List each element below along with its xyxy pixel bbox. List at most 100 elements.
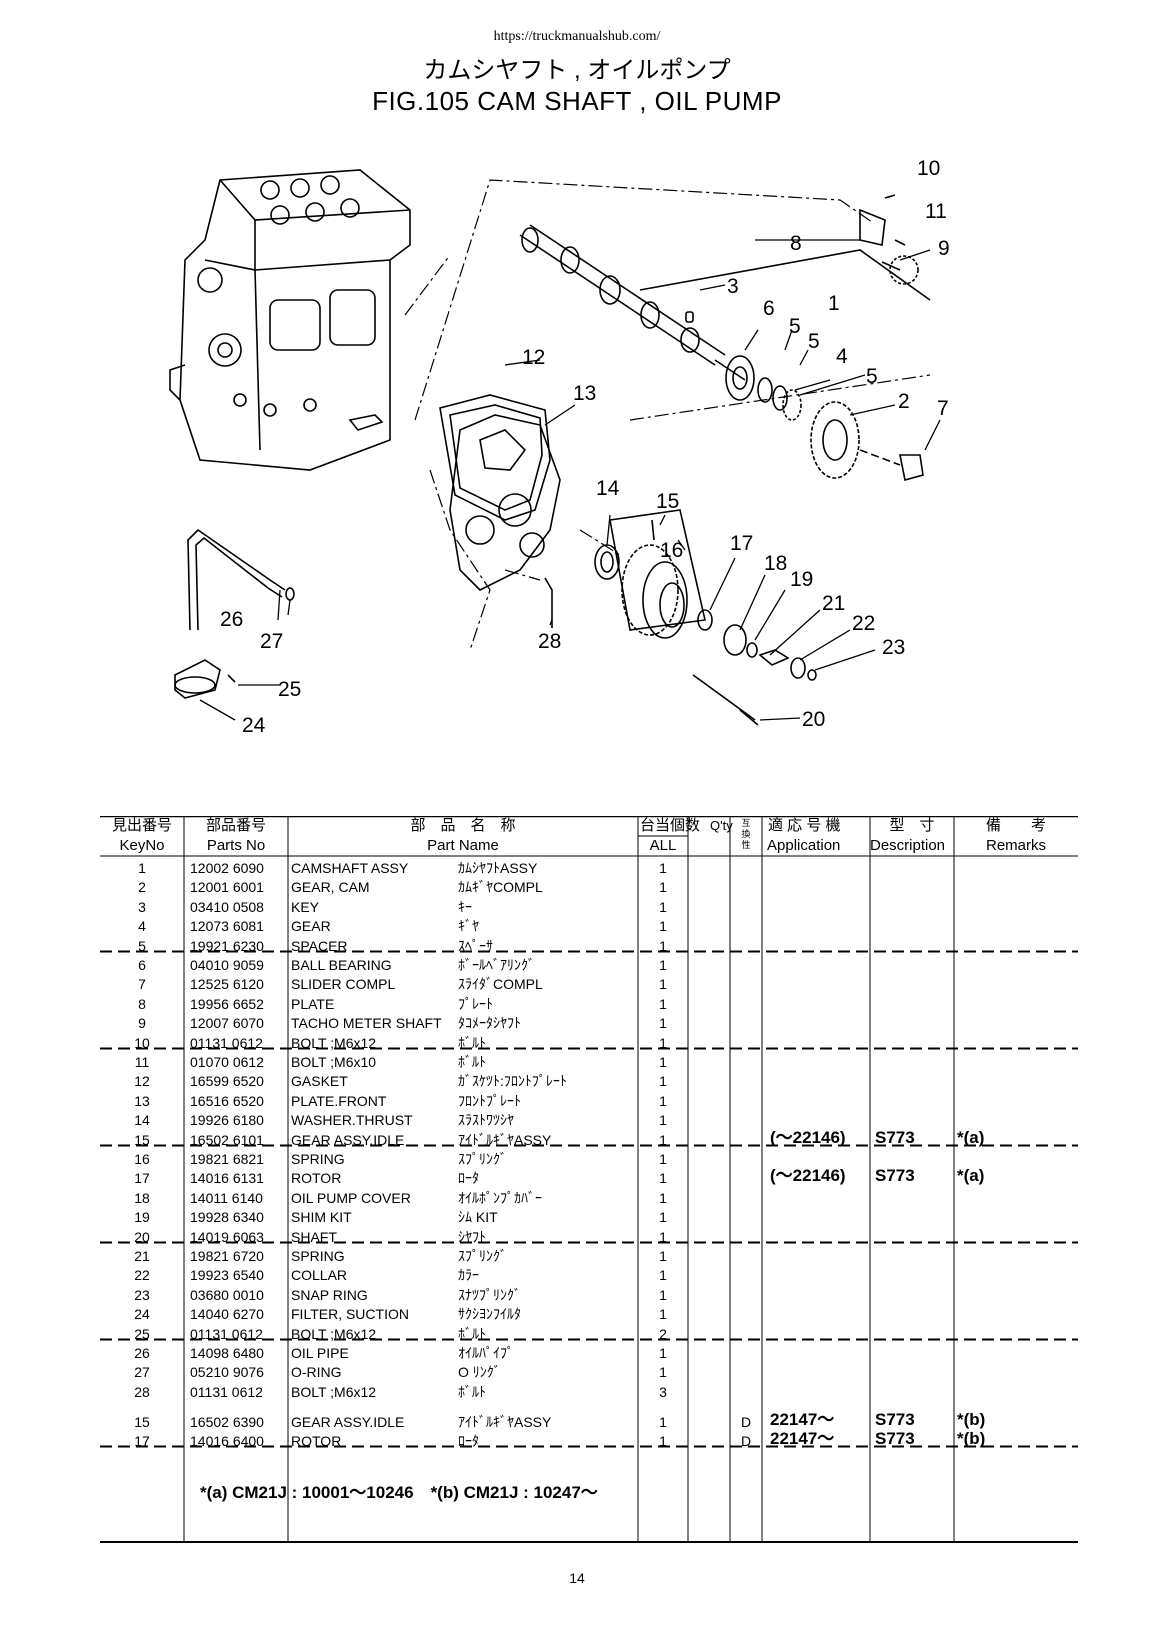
cell-name-en: SHIM KIT bbox=[291, 1209, 352, 1226]
cell-name-en: ROTOR bbox=[291, 1170, 342, 1187]
callout-9: 9 bbox=[938, 237, 950, 260]
cell-name-en: BOLT ;M6x10 bbox=[291, 1054, 377, 1070]
camshaft-drawing bbox=[519, 224, 931, 381]
cell-qty: 1 bbox=[659, 1345, 667, 1361]
header-partsno-en: Parts No bbox=[206, 837, 266, 854]
cell-qty: 1 bbox=[659, 937, 667, 954]
cell-rem: *(b) bbox=[957, 1429, 986, 1449]
callout-15: 15 bbox=[656, 490, 679, 513]
cell-parts: 16599 6520 bbox=[190, 1073, 264, 1090]
callout-6: 6 bbox=[763, 297, 775, 320]
cell-parts: 01131 0612 bbox=[190, 1034, 263, 1051]
cell-name-en: PLATE.FRONT bbox=[291, 1092, 387, 1109]
cell-name-jp: ｼﾔﾌﾄ bbox=[458, 1228, 486, 1245]
cell-parts: 19923 6540 bbox=[190, 1267, 264, 1284]
cell-rem: *(a) bbox=[957, 1166, 985, 1186]
cell-name-en: WASHER.THRUST bbox=[291, 1112, 413, 1129]
cell-name-jp: ﾎﾞﾙﾄ bbox=[458, 1325, 486, 1342]
cell-name-jp: ﾛｰﾀ bbox=[458, 1170, 479, 1187]
cell-qty: 1 bbox=[659, 1170, 667, 1187]
header-qty-jp: 台当個数 bbox=[640, 817, 701, 834]
table-grid bbox=[100, 816, 1078, 1543]
callout-21: 21 bbox=[822, 592, 845, 615]
cell-ic: D bbox=[740, 1433, 752, 1450]
cell-name-en: OIL PUMP COVER bbox=[291, 1189, 411, 1206]
cell-name-jp: ﾌﾛﾝﾄﾌﾟﾚｰﾄ bbox=[458, 1092, 521, 1109]
cell-qty: 1 bbox=[659, 1112, 667, 1129]
callout-5a: 5 bbox=[789, 315, 801, 338]
cell-name-jp: ｶﾑｼﾔﾌﾄASSY bbox=[458, 860, 538, 876]
title-japanese: カムシヤフト , オイルポンプ bbox=[423, 57, 731, 84]
cell-qty: 1 bbox=[659, 1015, 667, 1032]
cell-qty: 1 bbox=[659, 995, 667, 1012]
cell-qty: 1 bbox=[659, 860, 667, 876]
cell-qty: 1 bbox=[659, 898, 667, 915]
cell-name-jp: O ﾘﾝｸﾞ bbox=[458, 1364, 501, 1381]
cell-key: 18 bbox=[134, 1189, 150, 1206]
cell-name-jp: ｽﾌﾟﾘﾝｸﾞ bbox=[458, 1248, 507, 1264]
cell-key: 22 bbox=[134, 1267, 150, 1284]
cell-key: 4 bbox=[138, 918, 146, 935]
cell-key: 8 bbox=[138, 995, 146, 1012]
cell-qty: 1 bbox=[659, 1306, 667, 1323]
cell-key: 23 bbox=[134, 1286, 150, 1303]
cell-name-jp: ｽﾍﾟｰｻ bbox=[458, 937, 493, 954]
cell-name-jp: ﾀｺﾒｰﾀｼﾔﾌﾄ bbox=[458, 1015, 521, 1032]
cell-parts: 01070 0612 bbox=[190, 1054, 264, 1070]
callout-26: 26 bbox=[220, 608, 243, 631]
cell-name-jp: ﾎﾞｰﾙﾍﾞｱﾘﾝｸﾞ bbox=[458, 957, 535, 973]
callout-13: 13 bbox=[573, 382, 596, 405]
header-qty-en: Q'ty bbox=[710, 818, 733, 833]
cell-rem: *(a) bbox=[957, 1127, 985, 1147]
cell-name-jp: ﾛｰﾀ bbox=[458, 1433, 479, 1450]
callout-5c: 5 bbox=[866, 365, 878, 388]
cell-qty: 1 bbox=[659, 1209, 667, 1226]
header-application-jp: 適 応 号 機 bbox=[768, 817, 841, 834]
cell-name-jp: ﾎﾞﾙﾄ bbox=[458, 1383, 486, 1400]
cell-parts: 16502 6101 bbox=[190, 1131, 264, 1148]
cell-key: 25 bbox=[134, 1325, 150, 1342]
cell-name-en: O-RING bbox=[291, 1364, 342, 1381]
cell-key: 16 bbox=[134, 1151, 150, 1167]
cell-name-jp: ｽﾅﾂﾌﾟﾘﾝｸﾞ bbox=[458, 1286, 521, 1303]
cell-name-en: GASKET bbox=[291, 1073, 348, 1090]
cell-parts: 19921 6230 bbox=[190, 937, 264, 954]
callout-16: 16 bbox=[660, 539, 683, 562]
cell-name-jp: ｱｲﾄﾞﾙｷﾞﾔASSY bbox=[458, 1131, 552, 1148]
cell-key: 21 bbox=[134, 1248, 150, 1264]
header-application-en: Application bbox=[767, 837, 841, 854]
cell-desc: S773 bbox=[875, 1410, 915, 1429]
cell-app: 22147～ bbox=[770, 1410, 835, 1429]
cell-key: 15 bbox=[134, 1414, 150, 1430]
cell-parts: 14016 6131 bbox=[190, 1170, 264, 1187]
cell-key: 1 bbox=[138, 860, 146, 876]
cell-name-jp: ｼﾑ KIT bbox=[458, 1209, 498, 1226]
cell-key: 15 bbox=[134, 1131, 150, 1148]
cell-name-jp: ﾎﾞﾙﾄ bbox=[458, 1034, 486, 1051]
idle-gear-drawing bbox=[609, 509, 706, 639]
callout-17: 17 bbox=[730, 532, 753, 555]
cell-desc: S773 bbox=[875, 1127, 915, 1147]
figure-title: FIG.105 CAM SHAFT , OIL PUMP bbox=[372, 86, 782, 116]
cell-name-jp: ﾌﾟﾚｰﾄ bbox=[458, 995, 493, 1012]
cell-name-jp: ｵｲﾙﾎﾟﾝﾌﾟｶﾊﾞｰ bbox=[458, 1189, 542, 1206]
cell-key: 3 bbox=[138, 898, 146, 915]
cell-qty: 1 bbox=[659, 1248, 667, 1264]
cell-qty: 1 bbox=[659, 879, 667, 896]
cell-parts: 19956 6652 bbox=[190, 995, 264, 1012]
cell-key: 10 bbox=[134, 1034, 150, 1051]
cell-qty: 3 bbox=[659, 1383, 667, 1400]
cell-qty: 1 bbox=[659, 976, 667, 993]
callout-5b: 5 bbox=[808, 330, 820, 353]
cell-qty: 2 bbox=[659, 1325, 667, 1342]
callout-11: 11 bbox=[925, 200, 947, 223]
cell-desc: S773 bbox=[875, 1166, 915, 1186]
